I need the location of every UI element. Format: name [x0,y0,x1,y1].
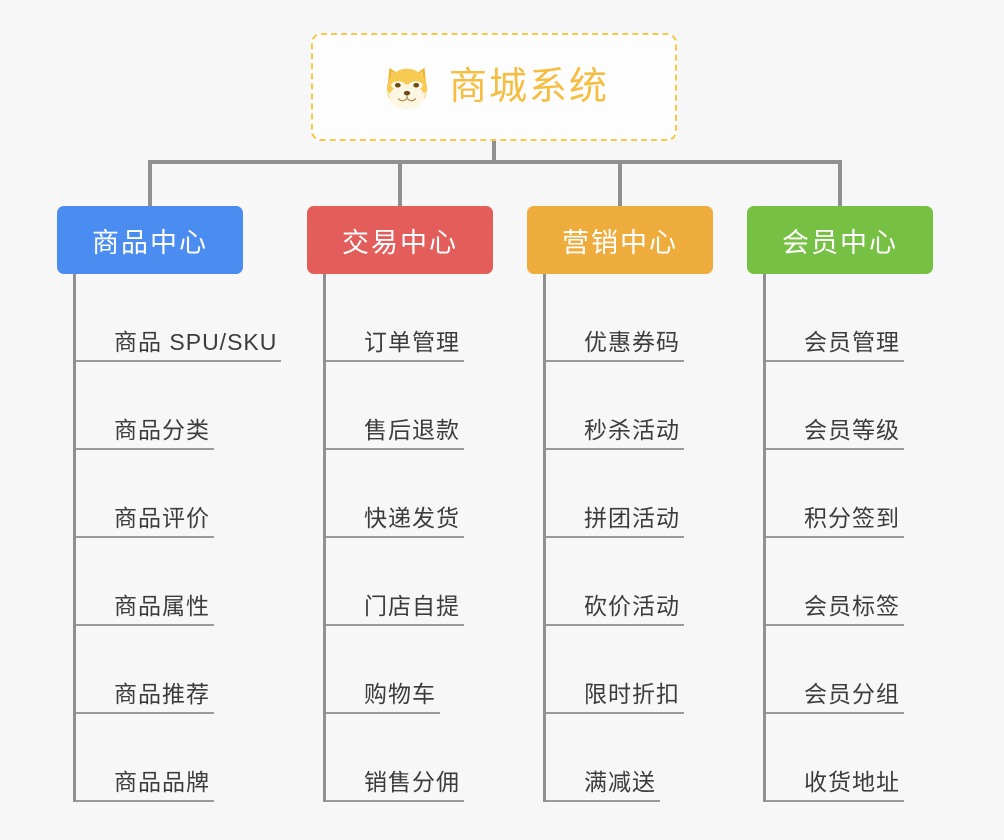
leaf-label: 售后退款 [364,417,460,443]
category-box-product-center[interactable]: 商品中心 [57,206,243,274]
leaf-item[interactable]: 拼团活动 [546,450,713,538]
category-column-trade-center: 交易中心订单管理售后退款快递发货门店自提购物车销售分佣 [307,206,493,802]
leaf-label: 商品评价 [114,505,210,531]
category-column-member-center: 会员中心会员管理会员等级积分签到会员标签会员分组收货地址 [747,206,933,802]
leaf-label: 订单管理 [364,329,460,355]
leaf-underline [546,536,684,538]
leaf-item[interactable]: 会员等级 [766,362,933,450]
leaf-label: 快递发货 [364,505,460,531]
category-box-trade-center[interactable]: 交易中心 [307,206,493,274]
leaf-item[interactable]: 商品品牌 [76,714,277,802]
leaf-underline [546,712,684,714]
leaf-label: 优惠券码 [584,329,680,355]
leaf-underline [766,536,904,538]
leaf-item[interactable]: 商品评价 [76,450,277,538]
connector-bus [150,160,840,164]
shiba-dog-icon [386,67,428,109]
leaf-label: 会员标签 [804,593,900,619]
category-box-marketing-center[interactable]: 营销中心 [527,206,713,274]
leaf-list: 优惠券码秒杀活动拼团活动砍价活动限时折扣满减送 [543,274,713,802]
leaf-underline [546,800,660,802]
connector-drop-3 [618,160,622,206]
leaf-item[interactable]: 购物车 [326,626,493,714]
leaf-label: 限时折扣 [584,681,680,707]
leaf-label: 拼团活动 [584,505,680,531]
category-label: 交易中心 [342,227,458,258]
leaf-item[interactable]: 商品 SPU/SKU [76,274,282,362]
leaf-underline [546,624,684,626]
leaf-label: 会员分组 [804,681,900,707]
category-column-marketing-center: 营销中心优惠券码秒杀活动拼团活动砍价活动限时折扣满减送 [527,206,713,802]
leaf-label: 会员等级 [804,417,900,443]
leaf-label: 商品分类 [114,417,210,443]
leaf-item[interactable]: 商品分类 [76,362,277,450]
leaf-label: 门店自提 [364,593,460,619]
leaf-underline [76,448,214,450]
leaf-item[interactable]: 销售分佣 [326,714,493,802]
leaf-list: 订单管理售后退款快递发货门店自提购物车销售分佣 [323,274,493,802]
leaf-item[interactable]: 限时折扣 [546,626,713,714]
leaf-underline [326,360,464,362]
leaf-item[interactable]: 秒杀活动 [546,362,713,450]
leaf-label: 砍价活动 [584,593,680,619]
category-column-product-center: 商品中心商品 SPU/SKU 商品分类商品评价商品属性商品推荐商品品牌 [57,206,282,802]
leaf-underline [546,448,684,450]
leaf-label: 积分签到 [804,505,900,531]
leaf-underline [546,360,684,362]
leaf-underline [766,448,904,450]
leaf-underline [326,800,464,802]
leaf-item[interactable]: 砍价活动 [546,538,713,626]
leaf-underline [326,624,464,626]
leaf-label: 会员管理 [804,329,900,355]
leaf-item[interactable]: 订单管理 [326,274,493,362]
connector-drop-2 [398,160,402,206]
leaf-label: 商品属性 [114,593,210,619]
leaf-item[interactable]: 商品属性 [76,538,277,626]
leaf-underline [766,624,904,626]
leaf-underline [76,800,214,802]
category-label: 商品中心 [92,227,208,258]
leaf-underline [326,712,440,714]
leaf-label: 满减送 [584,769,656,795]
leaf-list: 会员管理会员等级积分签到会员标签会员分组收货地址 [763,274,933,802]
leaf-item[interactable]: 会员管理 [766,274,933,362]
leaf-item[interactable]: 快递发货 [326,450,493,538]
leaf-underline [76,712,214,714]
leaf-label: 秒杀活动 [584,417,680,443]
leaf-underline [326,536,464,538]
leaf-underline [76,624,214,626]
category-box-member-center[interactable]: 会员中心 [747,206,933,274]
leaf-item[interactable]: 门店自提 [326,538,493,626]
leaf-item[interactable]: 收货地址 [766,714,933,802]
leaf-underline [766,800,904,802]
root-node[interactable]: 商城系统 [311,33,677,141]
category-label: 营销中心 [562,227,678,258]
leaf-underline [766,712,904,714]
category-label: 会员中心 [782,227,898,258]
leaf-label: 商品 SPU/SKU [114,329,278,355]
leaf-item[interactable]: 积分签到 [766,450,933,538]
leaf-underline [766,360,904,362]
leaf-label: 购物车 [364,681,436,707]
leaf-label: 收货地址 [804,769,900,795]
leaf-item[interactable]: 会员分组 [766,626,933,714]
leaf-item[interactable]: 商品推荐 [76,626,277,714]
leaf-underline [76,536,214,538]
connector-drop-1 [148,160,152,206]
leaf-label: 商品品牌 [114,769,210,795]
leaf-label: 商品推荐 [114,681,210,707]
connector-drop-4 [838,160,842,206]
leaf-list: 商品 SPU/SKU 商品分类商品评价商品属性商品推荐商品品牌 [73,274,282,802]
leaf-item[interactable]: 满减送 [546,714,713,802]
leaf-underline [326,448,464,450]
leaf-item[interactable]: 优惠券码 [546,274,713,362]
leaf-item[interactable]: 售后退款 [326,362,493,450]
leaf-underline [76,360,282,362]
leaf-item[interactable]: 会员标签 [766,538,933,626]
root-title: 商城系统 [448,66,609,108]
connector-stem [492,141,496,164]
leaf-label: 销售分佣 [364,769,460,795]
